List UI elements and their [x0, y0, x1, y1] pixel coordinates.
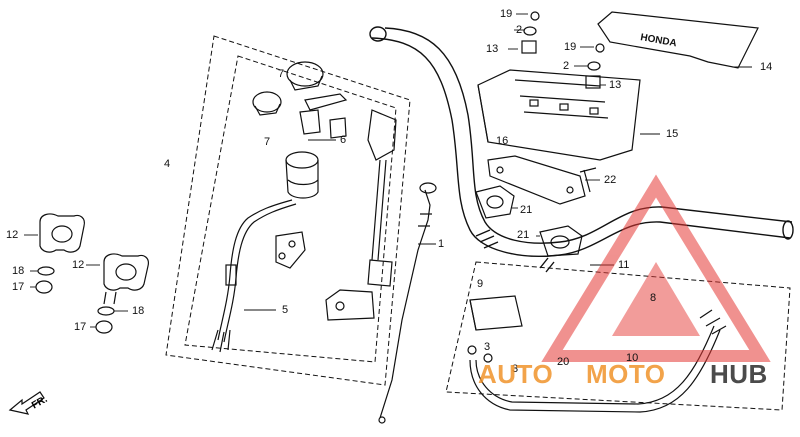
holder-12-lower: [103, 253, 149, 291]
leader-lines: [24, 13, 752, 328]
callout-20: 20: [557, 356, 570, 368]
holder-12-upper: [39, 213, 85, 253]
switch-group-outline: [165, 35, 791, 411]
callout-3b: 3: [512, 363, 519, 375]
callout-9: 9: [477, 278, 484, 290]
callout-13a: 13: [486, 43, 499, 55]
instrument-panel: [477, 69, 641, 161]
callout-7a: 7: [278, 68, 285, 80]
bolt-22: [579, 167, 597, 193]
callout-2b: 2: [563, 60, 570, 72]
callout-11: 11: [618, 259, 630, 271]
callout-17a: 17: [12, 281, 25, 293]
holder-21-upper: [475, 185, 515, 219]
callout-7b: 7: [264, 136, 271, 148]
watermark-word-auto: AUTO: [478, 359, 554, 389]
callout-8: 8: [650, 292, 657, 304]
callout-22: 22: [604, 174, 617, 186]
choke-assembly: [325, 109, 397, 321]
ignition-harness: [211, 199, 297, 353]
callout-14: 14: [760, 61, 773, 73]
bracket-16: [487, 155, 586, 205]
ignition-switch-body: [285, 151, 319, 199]
callout-15: 15: [666, 128, 679, 140]
callout-1: 1: [438, 238, 445, 250]
callout-18b: 18: [132, 305, 145, 317]
washers-left: [35, 266, 117, 334]
panel-cover-top: [597, 11, 759, 69]
callout-3a: 3: [484, 341, 491, 353]
callout-5: 5: [282, 304, 289, 316]
front-arrow: [8, 391, 45, 415]
callout-18a: 18: [12, 265, 25, 277]
watermark-wordmark: AUTO MOTO HUB: [478, 360, 796, 390]
watermark-logo: [541, 174, 771, 362]
callout-2a: 2: [516, 24, 523, 36]
nuts-upper: [521, 11, 605, 89]
callout-13b: 13: [609, 79, 622, 91]
throttle-cable: [378, 182, 437, 424]
callout-12b: 12: [72, 259, 85, 271]
callout-6: 6: [340, 134, 347, 146]
mount-bracket: [275, 231, 306, 269]
watermark-word-moto: MOTO: [586, 359, 666, 389]
cover-brand-text: HONDA: [639, 32, 677, 49]
callout-19a: 19: [500, 8, 513, 20]
watermark-word-hub: HUB: [710, 359, 768, 389]
handlebar: [369, 26, 794, 273]
ignition-cover: [252, 91, 282, 116]
callout-21b: 21: [517, 229, 530, 241]
callout-12a: 12: [6, 229, 19, 241]
holder-21-lower: [539, 225, 583, 257]
callout-10: 10: [626, 352, 639, 364]
callout-16: 16: [496, 135, 509, 147]
callout-17b: 17: [74, 321, 87, 333]
callout-4: 4: [164, 158, 171, 170]
key-set: [299, 93, 348, 139]
callout-19b: 19: [564, 41, 577, 53]
ignition-cap: [286, 61, 324, 91]
switch-unit-9: [469, 295, 523, 331]
callout-21a: 21: [520, 204, 533, 216]
